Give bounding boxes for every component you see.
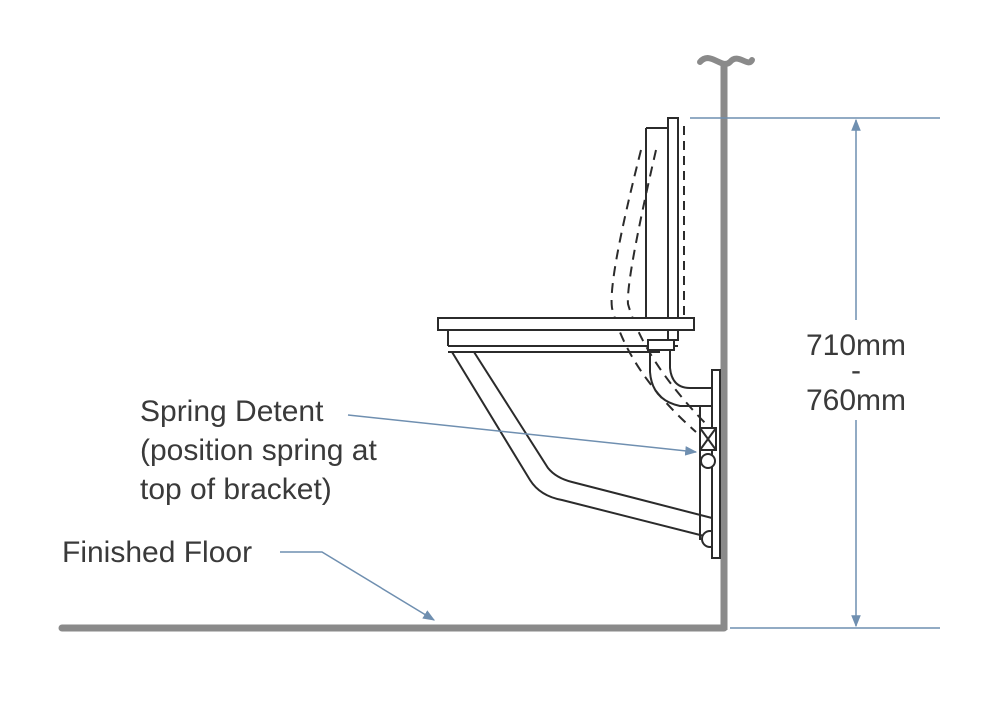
spring-detent-label-line2: (position spring at [140,434,377,467]
height-dimension: 710mm - 760mm [690,117,940,629]
spring-detent-label-line1: Spring Detent [140,395,324,428]
spring-detent-pivot [700,453,716,469]
spring-detent-leader [347,414,698,456]
wall-break-symbol [697,55,755,67]
seat-top [437,317,695,331]
finished-floor-leader [280,551,436,621]
seat-assembly [437,117,721,559]
wall-and-floor [58,55,755,632]
bracket-arm-outer [451,351,713,539]
labels: Spring Detent (position spring at top of… [62,395,377,569]
spring-detent-cross-2 [699,427,717,451]
finished-floor-label: Finished Floor [62,536,252,569]
support-pipe-outer [649,346,712,407]
dimension-top-value: 710mm [806,329,906,362]
leaders [280,414,698,621]
dimension-bottom-value: 760mm [806,384,906,417]
dimension-separator: - [851,354,861,387]
support-pipe-inner [669,346,712,389]
bracket-arm-inner [473,351,713,519]
spring-detent-label-line3: top of bracket) [140,473,332,506]
pipe-collar [647,339,675,351]
folded-bracket-dashed-inner [626,149,707,425]
folded-seat-panel [667,117,679,341]
